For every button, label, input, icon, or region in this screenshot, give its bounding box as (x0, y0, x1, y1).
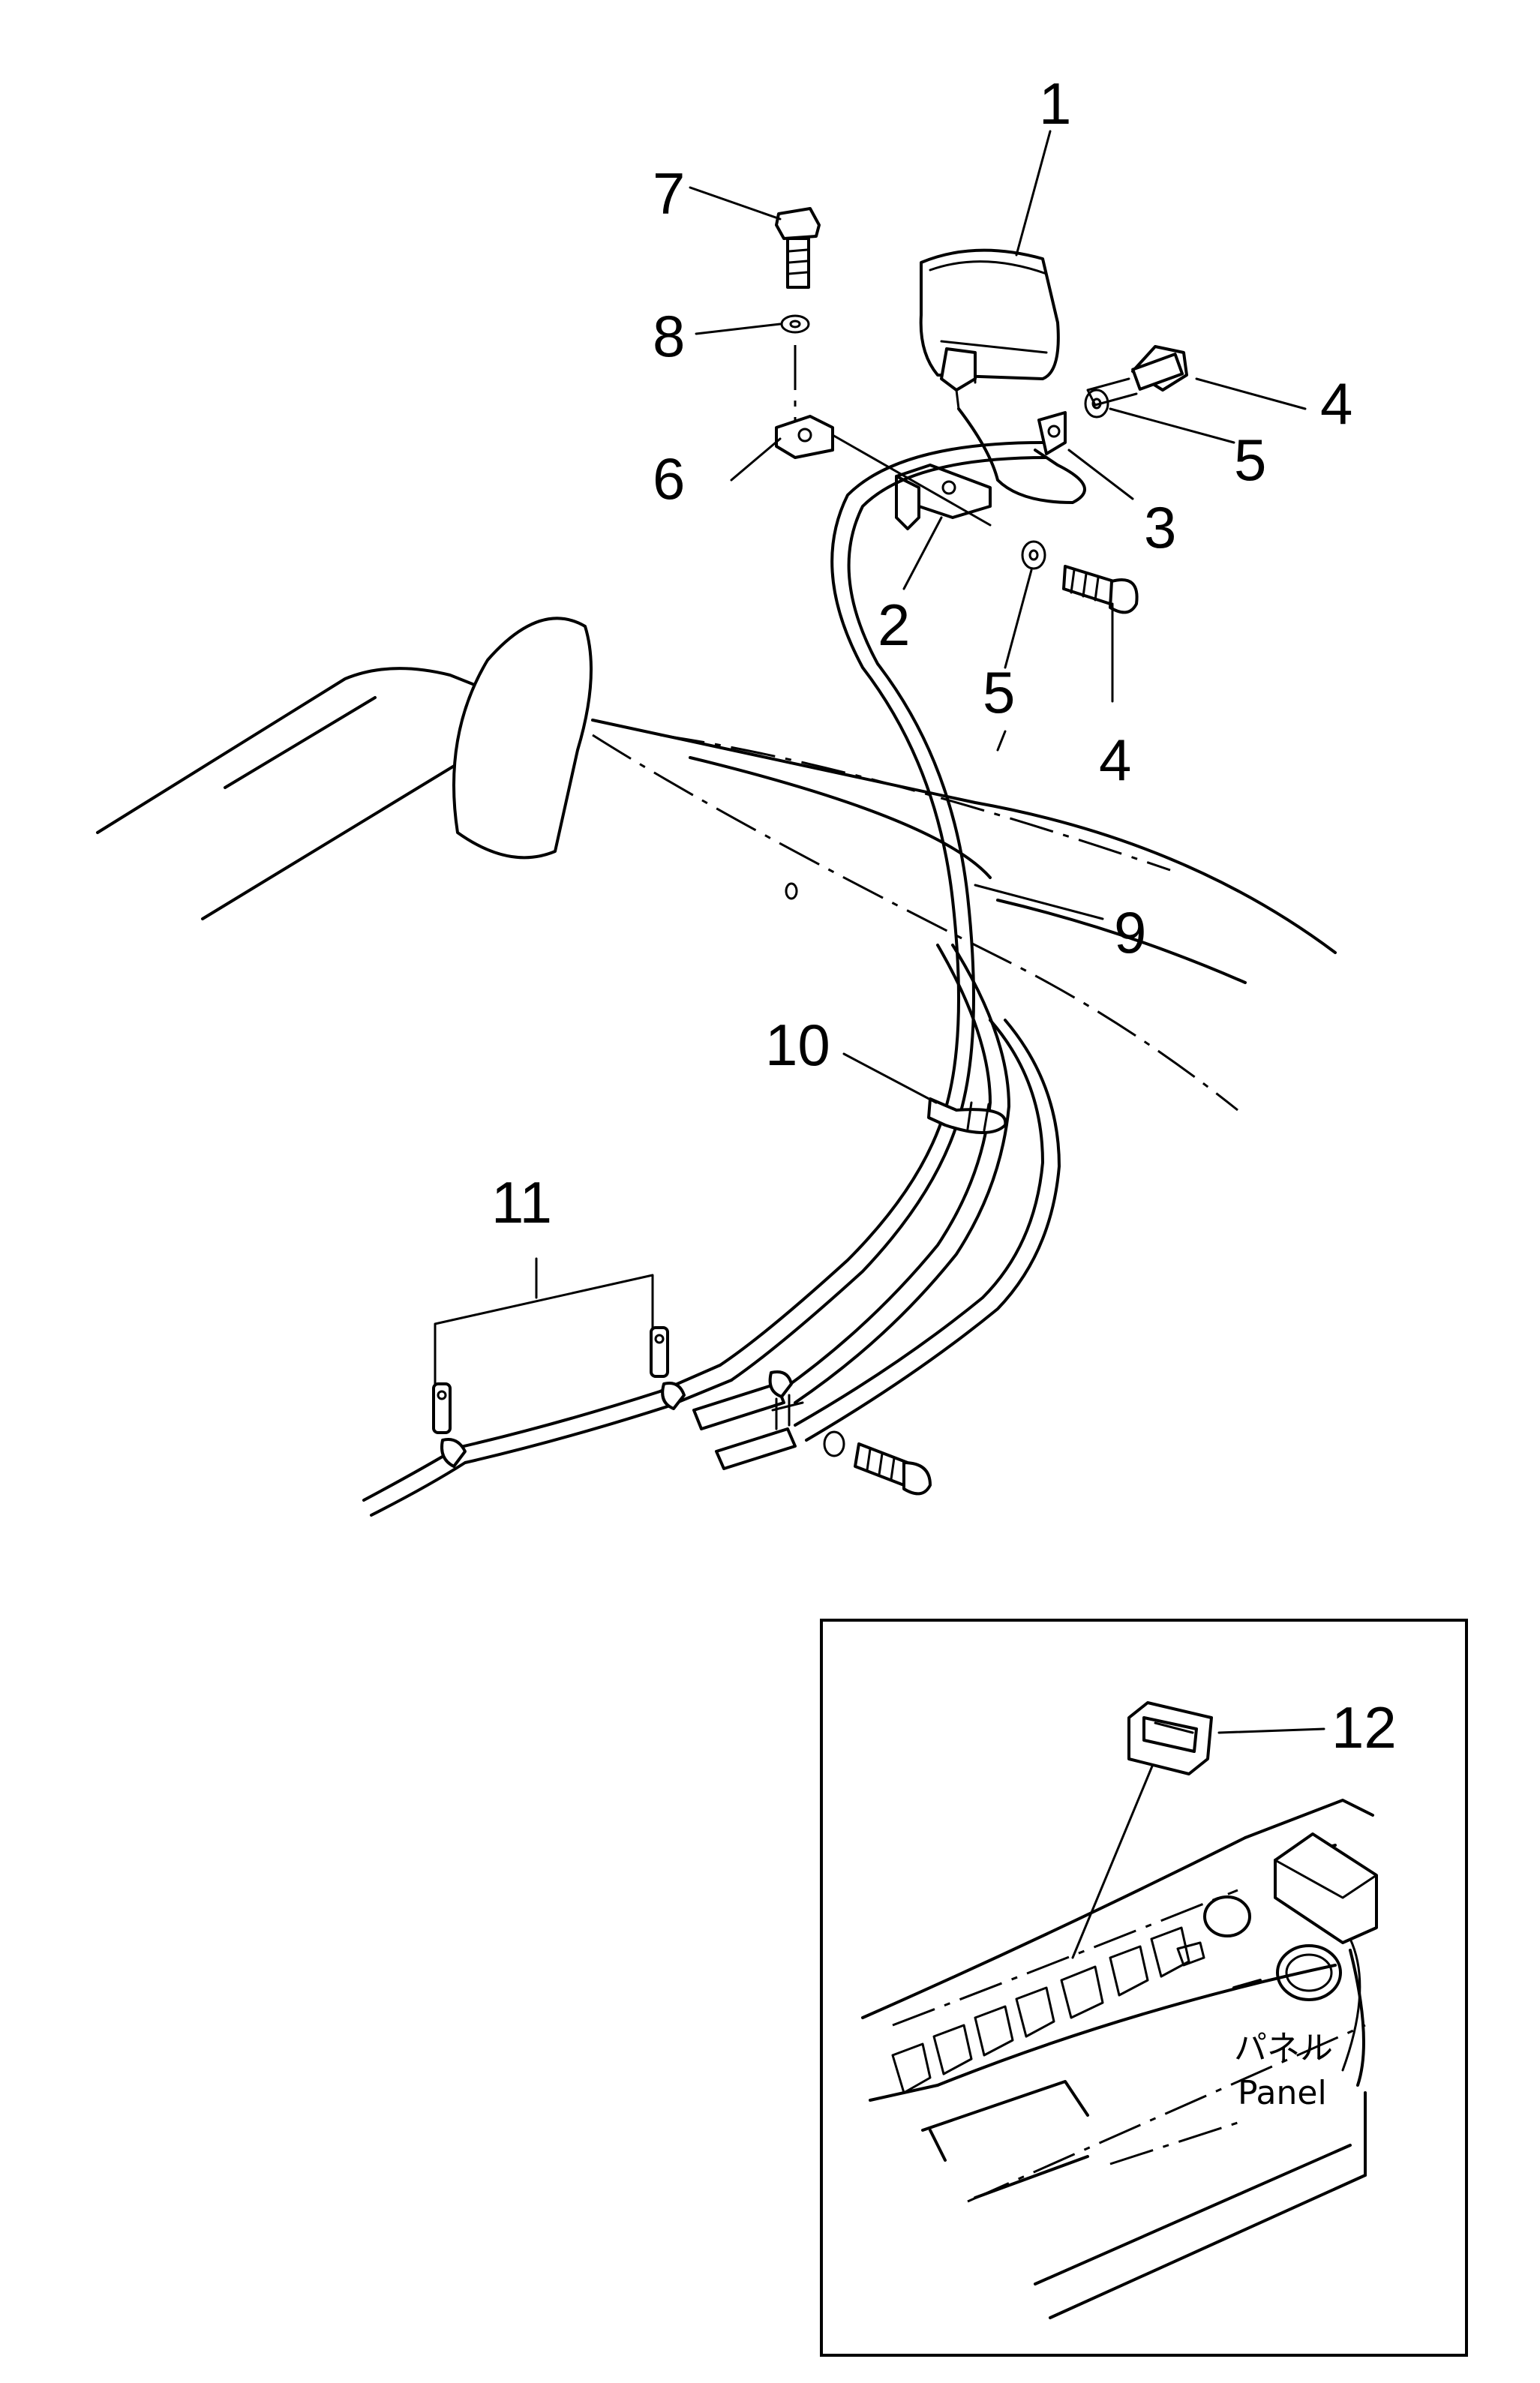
callout-4-upper: 4 (1320, 371, 1352, 437)
callout-10: 10 (765, 1012, 830, 1078)
cab-roof-outline (96, 667, 1337, 1112)
leader-lines (434, 130, 1361, 2072)
panel-inset: パネル Panel (820, 1619, 1468, 2357)
callout-8: 8 (653, 303, 685, 369)
callout-5-lower: 5 (983, 659, 1015, 725)
mirror-stay (452, 617, 593, 860)
callout-6: 6 (653, 446, 685, 512)
callout-labels: 1 2 3 4 4 5 5 6 7 8 9 10 11 12 (491, 71, 1397, 1760)
panel-label-japanese: パネル (1234, 2029, 1333, 2067)
bolt-4-upper (1086, 345, 1188, 407)
callout-2: 2 (878, 592, 910, 658)
callout-1: 1 (1039, 71, 1071, 137)
bolt-4-lower (1062, 565, 1139, 614)
panel-label-english: Panel (1238, 2074, 1327, 2112)
washer-8 (780, 314, 810, 420)
callout-3: 3 (1144, 494, 1176, 560)
control-panel (861, 1799, 1378, 2319)
bolt-7 (775, 207, 821, 289)
bolt-lower-assembly (823, 1430, 932, 1496)
callout-11: 11 (491, 1169, 552, 1235)
washer-5-upper (1084, 389, 1109, 419)
cable-clamps-11 (362, 1326, 804, 1517)
callout-4-lower: 4 (1099, 727, 1131, 793)
callout-12: 12 (1331, 1694, 1397, 1760)
washer-5-lower (1021, 540, 1046, 570)
rocker-switch-12 (1127, 1701, 1213, 1775)
work-lamp (919, 248, 1086, 505)
mounting-bracket-2 (895, 464, 992, 530)
callout-9: 9 (1114, 899, 1146, 965)
mounting-bracket-6 (775, 415, 834, 459)
wiring-harness-9 (719, 441, 1061, 1442)
callout-7: 7 (653, 161, 685, 227)
cable-clamp-10 (927, 1097, 1007, 1134)
callout-5-upper: 5 (1234, 427, 1266, 493)
